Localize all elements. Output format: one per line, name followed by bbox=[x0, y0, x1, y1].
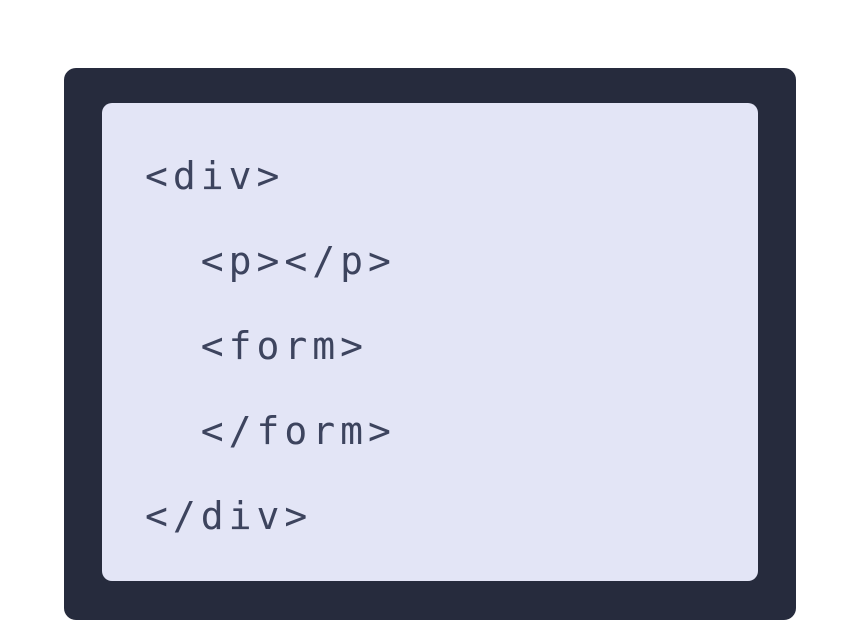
code-line-1: <div> bbox=[145, 154, 285, 198]
code-line-2: <p></p> bbox=[145, 239, 396, 283]
code-line-4: </form> bbox=[145, 409, 396, 453]
code-panel: <div> <p></p> <form> </form> </div> bbox=[102, 103, 758, 581]
code-block: <div> <p></p> <form> </form> </div> bbox=[102, 103, 758, 559]
code-content: <div> <p></p> <form> </form> </div> bbox=[145, 134, 738, 559]
code-card: <div> <p></p> <form> </form> </div> bbox=[62, 66, 798, 622]
code-line-3: <form> bbox=[145, 324, 369, 368]
code-line-5: </div> bbox=[145, 494, 313, 538]
